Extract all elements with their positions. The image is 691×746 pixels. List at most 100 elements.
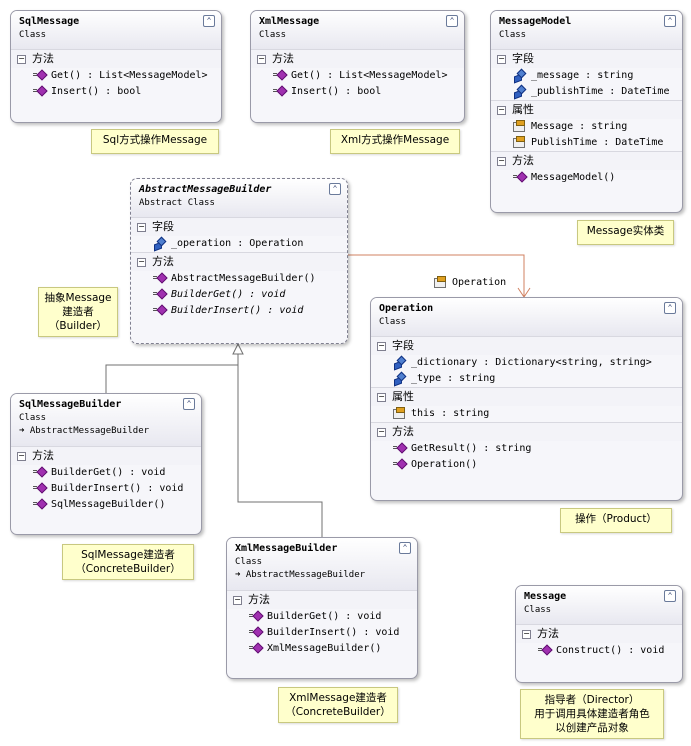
inheritance-arrowhead	[232, 342, 244, 355]
class-messagemodel[interactable]: MessageModel Class ⌃ −字段 _message : stri…	[490, 10, 683, 213]
arrow-right-icon: ➜	[235, 570, 246, 580]
method-row: GetResult() : string	[371, 441, 682, 457]
method-icon	[33, 70, 45, 80]
section-methods[interactable]: −方法	[251, 49, 464, 68]
method-icon	[393, 459, 405, 469]
property-icon	[513, 120, 525, 132]
class-kind: Class	[19, 413, 47, 423]
arrow-right-icon: ➜	[19, 426, 30, 436]
section-methods[interactable]: −方法	[227, 590, 417, 609]
section-methods[interactable]: −方法	[11, 49, 221, 68]
method-row: BuilderInsert() : void	[131, 303, 347, 319]
section-methods[interactable]: −方法	[11, 446, 201, 465]
collapse-section-icon[interactable]: −	[497, 155, 506, 166]
class-header: SqlMessageBuilder Class ➜ AbstractMessag…	[11, 394, 201, 446]
class-kind: Class	[524, 605, 552, 615]
section-methods[interactable]: −方法	[516, 624, 682, 643]
method-icon	[249, 643, 261, 653]
field-row: _operation : Operation	[131, 236, 347, 252]
class-header: XmlMessageBuilder Class ➜ AbstractMessag…	[227, 538, 417, 590]
method-icon	[153, 305, 165, 315]
class-message[interactable]: Message Class ⌃ −方法 Construct() : void	[515, 585, 683, 683]
method-row: Get() : List<MessageModel>	[11, 68, 221, 84]
class-sqlmessage[interactable]: SqlMessage Class ⌃ −方法 Get() : List<Mess…	[10, 10, 222, 123]
collapse-icon[interactable]: ⌃	[183, 398, 195, 410]
section-fields[interactable]: −字段	[491, 49, 682, 68]
collapse-section-icon[interactable]: −	[17, 450, 26, 461]
collapse-icon[interactable]: ⌃	[664, 590, 676, 602]
collapse-icon[interactable]: ⌃	[329, 183, 341, 195]
class-header: AbstractMessageBuilder Abstract Class ⌃	[131, 179, 347, 217]
class-name: XmlMessageBuilder	[235, 543, 338, 554]
collapse-icon[interactable]: ⌃	[664, 302, 676, 314]
class-xmlmessagebuilder[interactable]: XmlMessageBuilder Class ➜ AbstractMessag…	[226, 537, 418, 679]
class-xmlmessage[interactable]: XmlMessage Class ⌃ −方法 Get() : List<Mess…	[250, 10, 465, 123]
property-row: this : string	[371, 406, 682, 422]
method-row: Get() : List<MessageModel>	[251, 68, 464, 84]
field-row: _dictionary : Dictionary<string, string>	[371, 355, 682, 371]
section-methods[interactable]: −方法	[131, 252, 347, 271]
section-methods[interactable]: −方法	[491, 151, 682, 170]
collapse-section-icon[interactable]: −	[137, 256, 146, 267]
method-row: BuilderInsert() : void	[227, 625, 417, 641]
class-name: SqlMessageBuilder	[19, 399, 122, 410]
note-director: 指导者（Director）用于调用具体建造者角色以创建产品对象	[520, 689, 664, 739]
field-icon	[393, 357, 405, 367]
property-icon	[393, 407, 405, 419]
method-icon	[33, 86, 45, 96]
property-row: PublishTime : DateTime	[491, 135, 682, 151]
method-row: BuilderGet() : void	[11, 465, 201, 481]
section-methods[interactable]: −方法	[371, 422, 682, 441]
method-icon	[33, 467, 45, 477]
class-kind: Abstract Class	[139, 198, 215, 208]
section-fields[interactable]: −字段	[371, 336, 682, 355]
class-header: Operation Class ⌃	[371, 298, 682, 336]
collapse-icon[interactable]: ⌃	[446, 15, 458, 27]
note-sql-operation: Sql方式操作Message	[91, 129, 219, 154]
collapse-section-icon[interactable]: −	[17, 53, 26, 64]
class-kind: Class	[499, 30, 527, 40]
property-row: Message : string	[491, 119, 682, 135]
method-row: BuilderGet() : void	[227, 609, 417, 625]
method-row: SqlMessageBuilder()	[11, 497, 201, 513]
note-entity: Message实体类	[577, 220, 674, 245]
collapse-section-icon[interactable]: −	[377, 391, 386, 402]
class-kind: Class	[379, 317, 407, 327]
collapse-section-icon[interactable]: −	[377, 340, 386, 351]
association-line	[348, 254, 525, 296]
collapse-section-icon[interactable]: −	[257, 53, 266, 64]
method-icon	[393, 443, 405, 453]
method-icon	[153, 273, 165, 283]
collapse-icon[interactable]: ⌃	[664, 15, 676, 27]
method-icon	[153, 289, 165, 299]
collapse-section-icon[interactable]: −	[377, 426, 386, 437]
collapse-icon[interactable]: ⌃	[399, 542, 411, 554]
method-row: Insert() : bool	[11, 84, 221, 100]
method-row: Operation()	[371, 457, 682, 473]
inheritance-line-xml	[237, 354, 323, 537]
collapse-section-icon[interactable]: −	[497, 104, 506, 115]
note-xml-builder: XmlMessage建造者（ConcreteBuilder）	[278, 687, 398, 723]
collapse-icon[interactable]: ⌃	[203, 15, 215, 27]
method-row: XmlMessageBuilder()	[227, 641, 417, 657]
class-abstractmessagebuilder[interactable]: AbstractMessageBuilder Abstract Class ⌃ …	[130, 178, 348, 344]
section-properties[interactable]: −属性	[371, 387, 682, 406]
class-kind: Class	[235, 557, 263, 567]
section-fields[interactable]: −字段	[131, 217, 347, 236]
method-icon	[249, 627, 261, 637]
field-row: _publishTime : DateTime	[491, 84, 682, 100]
collapse-section-icon[interactable]: −	[522, 628, 531, 639]
collapse-section-icon[interactable]: −	[233, 594, 242, 605]
class-sqlmessagebuilder[interactable]: SqlMessageBuilder Class ➜ AbstractMessag…	[10, 393, 202, 535]
class-operation[interactable]: Operation Class ⌃ −字段 _dictionary : Dict…	[370, 297, 683, 501]
collapse-section-icon[interactable]: −	[497, 53, 506, 64]
method-icon	[513, 172, 525, 182]
note-xml-operation: Xml方式操作Message	[330, 129, 460, 154]
method-icon	[273, 70, 285, 80]
method-icon	[33, 483, 45, 493]
field-icon	[513, 86, 525, 96]
class-name: Message	[524, 591, 567, 602]
section-properties[interactable]: −属性	[491, 100, 682, 119]
field-icon	[153, 238, 165, 248]
collapse-section-icon[interactable]: −	[137, 221, 146, 232]
